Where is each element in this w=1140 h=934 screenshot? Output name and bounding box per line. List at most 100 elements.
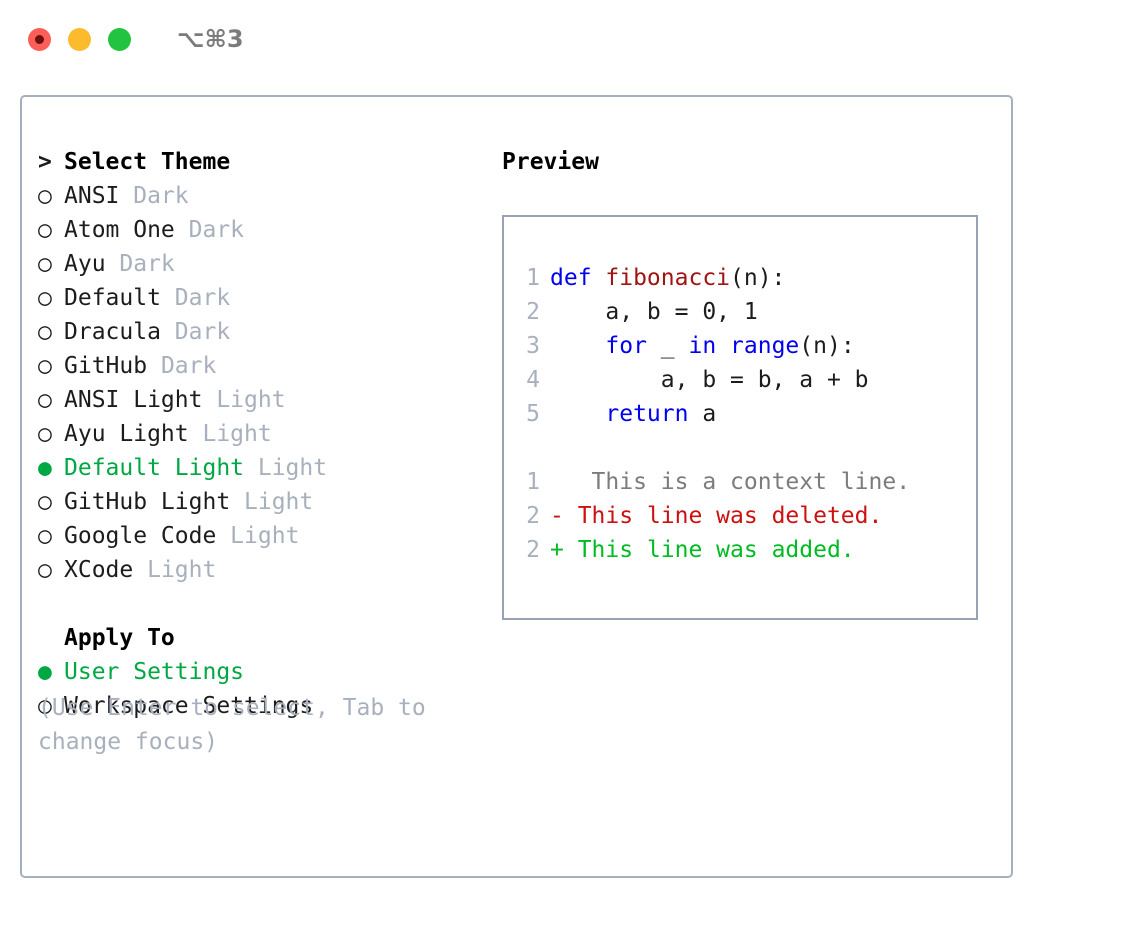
theme-option-list: ○ANSI Dark○Atom One Dark○Ayu Dark○Defaul… (38, 179, 498, 587)
code-token: (n): (799, 333, 855, 359)
diff-line-1: 2- This line was deleted. (514, 499, 970, 533)
radio-unselected-icon: ○ (38, 353, 52, 379)
theme-option-6[interactable]: ○ ANSI Light Light (38, 383, 498, 417)
code-token: return (605, 401, 689, 427)
theme-option-variant: Dark (160, 285, 231, 311)
theme-option-10[interactable]: ○ Google Code Light (38, 519, 498, 553)
theme-option-label: GitHub Light (64, 489, 231, 515)
theme-option-2[interactable]: ○ Ayu Dark (38, 247, 498, 281)
theme-option-variant: Light (202, 387, 286, 413)
maximize-button-icon[interactable] (108, 27, 131, 51)
minimize-button-icon[interactable] (68, 27, 91, 51)
theme-option-label: Ayu Light (64, 421, 189, 447)
radio-unselected-icon: ○ (38, 557, 52, 583)
code-line-number: 1 (526, 265, 540, 291)
code-token: def (550, 265, 606, 291)
radio-unselected-icon: ○ (38, 387, 52, 413)
theme-option-label: Google Code (64, 523, 217, 549)
theme-option-label: ANSI (64, 183, 120, 209)
code-token: a, b = 0, 1 (550, 299, 758, 325)
code-token: for (605, 333, 647, 359)
window-controls (28, 27, 131, 51)
radio-selected-icon: ● (38, 659, 52, 685)
theme-picker-panel: >Select Theme ○ANSI Dark○Atom One Dark○A… (20, 95, 1013, 878)
select-theme-header-label: Select Theme (64, 149, 231, 175)
apply-to-header-label: Apply To (64, 625, 175, 651)
theme-option-label: XCode (64, 557, 134, 583)
radio-unselected-icon: ○ (38, 489, 52, 515)
diff-line-0: 1 This is a context line. (514, 465, 970, 499)
list-spacer (38, 587, 498, 621)
code-token: fibonacci (605, 265, 731, 291)
theme-option-1[interactable]: ○Atom One Dark (38, 213, 498, 247)
theme-option-label: Default (64, 285, 161, 311)
radio-unselected-icon: ○ (38, 319, 52, 345)
theme-option-variant: Light (188, 421, 272, 447)
radio-unselected-icon: ○ (38, 183, 52, 209)
apply-to-option-label: Workspace Settings (64, 693, 314, 719)
theme-option-label: ANSI Light (64, 387, 203, 413)
theme-list-column: >Select Theme ○ANSI Dark○Atom One Dark○A… (38, 145, 498, 723)
theme-option-11[interactable]: ○ XCode Light (38, 553, 498, 587)
title-bar: ⌥⌘3 (0, 0, 1140, 78)
diff-line-2: 2+ This line was added. (514, 533, 970, 567)
code-token: a (688, 401, 717, 427)
code-line-3: 3 for _ in range(n): (514, 329, 970, 363)
radio-unselected-icon: ○ (38, 285, 52, 311)
close-button-icon[interactable] (28, 27, 51, 51)
diff-line-text: This is a context line. (563, 469, 911, 495)
apply-to-header-indent (38, 621, 64, 655)
code-token (550, 401, 605, 427)
apply-to-option-0[interactable]: ● User Settings (38, 655, 498, 689)
theme-option-label: Default Light (64, 455, 245, 481)
radio-unselected-icon: ○ (38, 251, 52, 277)
apply-to-option-1[interactable]: ○ Workspace Settings (38, 689, 498, 723)
diff-line-number: 1 (526, 469, 540, 495)
theme-option-variant: Dark (147, 353, 217, 379)
code-line-number: 4 (526, 367, 540, 393)
theme-option-3[interactable]: ○ Default Dark (38, 281, 498, 315)
radio-unselected-icon: ○ (38, 693, 52, 719)
code-line-2: 2 a, b = 0, 1 (514, 295, 970, 329)
code-line-number: 5 (526, 401, 540, 427)
code-token (716, 333, 730, 359)
diff-sample-block: 1 This is a context line.2- This line wa… (514, 465, 970, 567)
diff-marker (550, 469, 564, 495)
theme-option-4[interactable]: ○Dracula Dark (38, 315, 498, 349)
diff-line-text: This line was deleted. (563, 503, 883, 529)
prompt-caret-icon: > (38, 149, 52, 175)
radio-unselected-icon: ○ (38, 217, 52, 243)
theme-option-variant: Dark (174, 217, 245, 243)
apply-to-option-label: User Settings (64, 659, 245, 685)
apply-to-option-list: ● User Settings ○ Workspace Settings (38, 655, 498, 723)
code-token (550, 333, 605, 359)
theme-option-variant: Dark (105, 251, 175, 277)
theme-option-variant: Dark (160, 319, 231, 345)
code-token: range (730, 333, 800, 359)
theme-option-9[interactable]: ○ GitHub Light Light (38, 485, 498, 519)
theme-option-5[interactable]: ○GitHub Dark (38, 349, 498, 383)
radio-unselected-icon: ○ (38, 523, 52, 549)
keyboard-hint-text: (Use Enter to select, Tab to change focu… (38, 695, 440, 755)
diff-line-number: 2 (526, 503, 540, 529)
theme-option-variant: Light (230, 489, 314, 515)
radio-selected-icon: ● (38, 455, 52, 481)
theme-option-7[interactable]: ○Ayu Light Light (38, 417, 498, 451)
theme-option-variant: Light (216, 523, 300, 549)
select-theme-header: > Select Theme (38, 145, 498, 179)
theme-option-8[interactable]: ● Default Light Light (38, 451, 498, 485)
code-token: a, b = b, a + b (550, 367, 869, 393)
theme-option-label: Ayu (64, 251, 106, 277)
diff-marker: - (550, 503, 564, 529)
diff-line-text: This line was added. (563, 537, 855, 563)
theme-option-variant: Light (244, 455, 328, 481)
theme-option-variant: Dark (119, 183, 189, 209)
theme-option-0[interactable]: ○ ANSI Dark (38, 179, 498, 213)
theme-option-variant: Light (133, 557, 217, 583)
